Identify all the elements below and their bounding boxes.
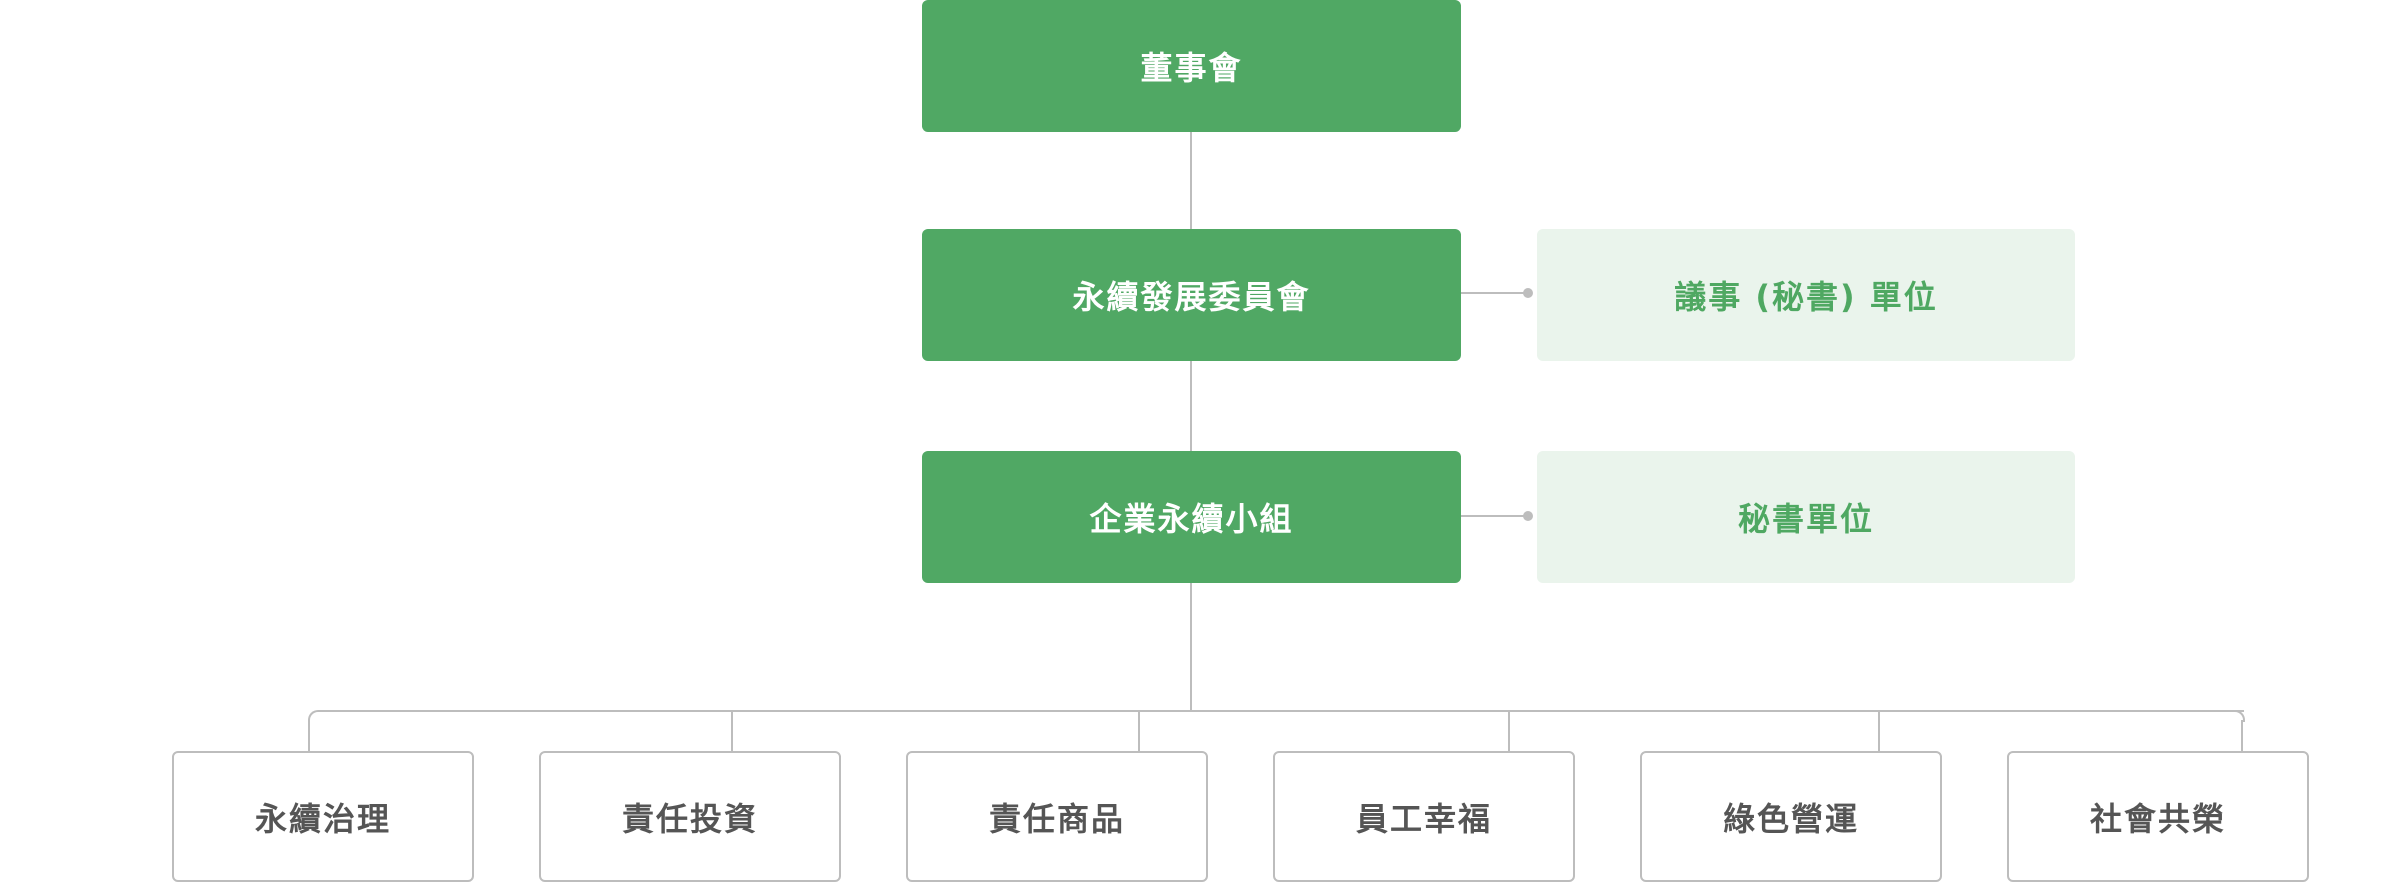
connector-board-committee	[1190, 132, 1192, 229]
bus-corner-left	[308, 710, 320, 722]
distribution-bus	[320, 710, 2244, 712]
drop-connector	[1508, 712, 1510, 751]
connector-committee-taskforce	[1190, 361, 1192, 451]
group-node-responsible-products: 責任商品	[906, 751, 1208, 882]
connector-dot	[1523, 288, 1533, 298]
drop-connector	[308, 720, 310, 751]
drop-connector	[1878, 712, 1880, 751]
connector-taskforce-secretariat	[1461, 515, 1528, 517]
group-node-green-operations: 綠色營運	[1640, 751, 1942, 882]
connector-dot	[1523, 511, 1533, 521]
group-node-sustainable-governance: 永續治理	[172, 751, 474, 882]
task-force-secretariat-node: 秘書單位	[1537, 451, 2075, 583]
connector-committee-secretariat	[1461, 292, 1528, 294]
committee-node: 永續發展委員會	[922, 229, 1461, 361]
board-node: 董事會	[922, 0, 1461, 132]
drop-connector	[731, 712, 733, 751]
committee-secretariat-node: 議事 (秘書) 單位	[1537, 229, 2075, 361]
group-node-social-prosperity: 社會共榮	[2007, 751, 2309, 882]
drop-connector	[2241, 720, 2243, 751]
group-node-responsible-investment: 責任投資	[539, 751, 841, 882]
task-force-node: 企業永續小組	[922, 451, 1461, 583]
drop-connector	[1138, 712, 1140, 751]
bus-corner-right	[2233, 710, 2245, 722]
group-node-employee-wellbeing: 員工幸福	[1273, 751, 1575, 882]
connector-taskforce-bus	[1190, 583, 1192, 711]
